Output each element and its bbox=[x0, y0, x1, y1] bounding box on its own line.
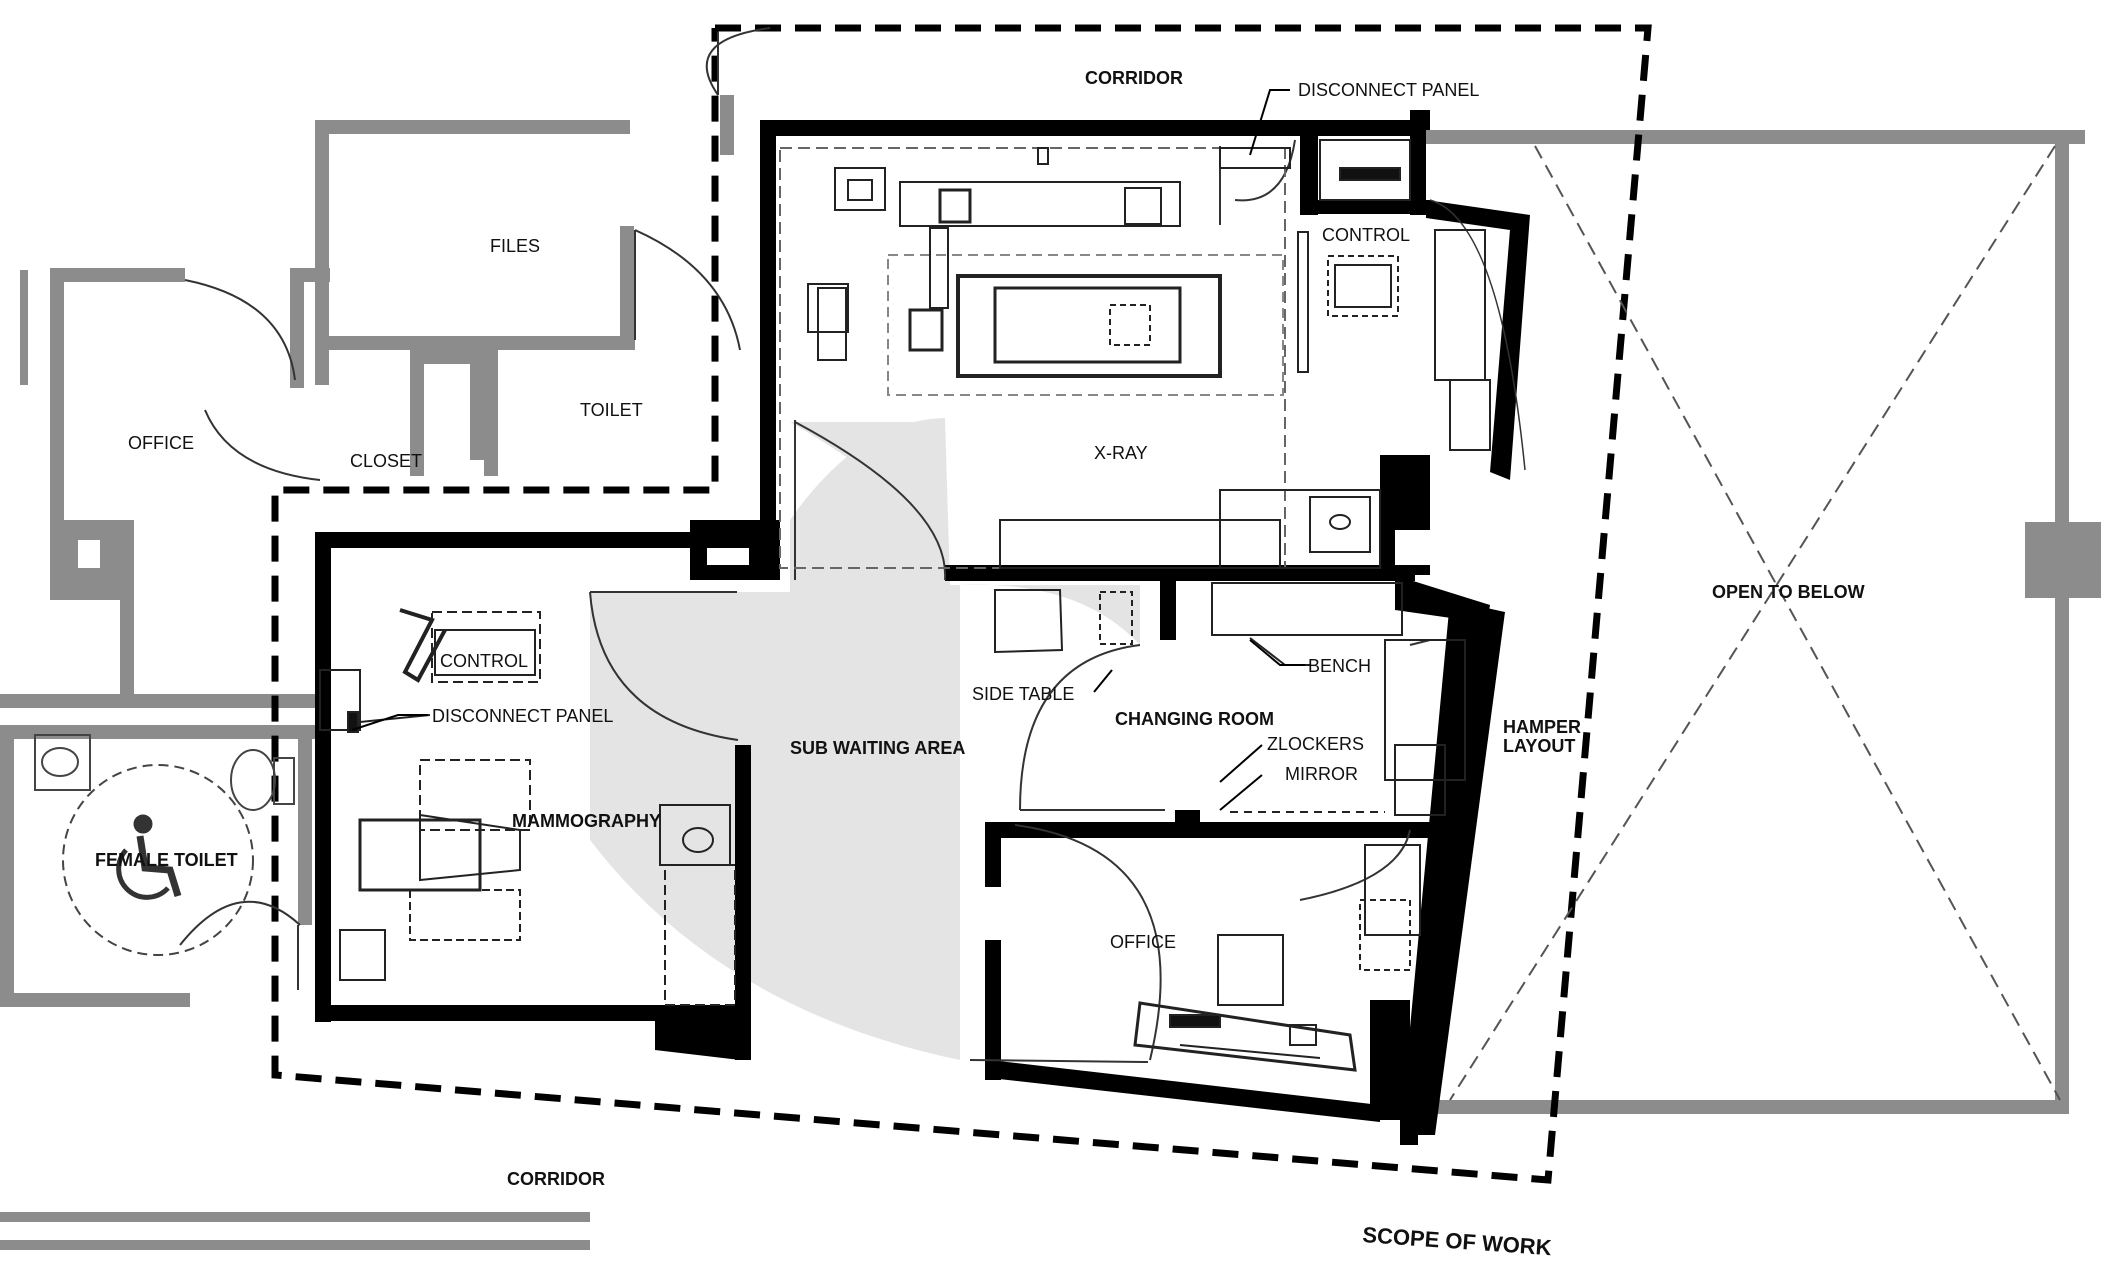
label-files: FILES bbox=[490, 236, 540, 256]
label-corridor-top: CORRIDOR bbox=[1085, 68, 1183, 88]
label-disconnect-panel-mammo: DISCONNECT PANEL bbox=[432, 706, 613, 726]
waiting-furniture bbox=[994, 589, 1133, 654]
female-toilet-fixtures bbox=[34, 734, 295, 956]
label-closet: CLOSET bbox=[350, 451, 422, 471]
label-xray: X-RAY bbox=[1094, 443, 1148, 463]
mammography-equipment bbox=[319, 608, 736, 1006]
label-control-xray: CONTROL bbox=[1322, 225, 1410, 245]
label-corridor-bottom: CORRIDOR bbox=[507, 1169, 605, 1189]
label-zlockers: ZLOCKERS bbox=[1267, 734, 1364, 754]
label-side-table: SIDE TABLE bbox=[972, 684, 1074, 704]
label-layout: LAYOUT bbox=[1503, 736, 1575, 756]
open-to-below-x bbox=[1449, 145, 2061, 1101]
circulation-area bbox=[590, 418, 1140, 1060]
label-disconnect-panel-top: DISCONNECT PANEL bbox=[1298, 80, 1479, 100]
label-female-toilet: FEMALE TOILET bbox=[95, 850, 238, 870]
label-bench: BENCH bbox=[1308, 656, 1371, 676]
office-furniture bbox=[1133, 844, 1421, 1072]
label-office-right: OFFICE bbox=[1110, 932, 1176, 952]
scope-boundary bbox=[271, 24, 1652, 1184]
label-scope-of-work: SCOPE OF WORK bbox=[1362, 1222, 1553, 1260]
label-changing-room: CHANGING ROOM bbox=[1115, 709, 1274, 729]
changing-room-furniture bbox=[1211, 582, 1466, 816]
label-office-left: OFFICE bbox=[128, 433, 194, 453]
label-hamper: HAMPER bbox=[1503, 717, 1581, 737]
label-mirror: MIRROR bbox=[1285, 764, 1358, 784]
label-toilet: TOILET bbox=[580, 400, 643, 420]
leader-lines bbox=[351, 89, 1305, 811]
label-control-mammo: CONTROL bbox=[440, 651, 528, 671]
new-walls bbox=[315, 110, 1530, 1145]
door-swings bbox=[179, 27, 1526, 1063]
existing-walls bbox=[0, 95, 2101, 1250]
label-sub-waiting-area: SUB WAITING AREA bbox=[790, 738, 965, 758]
xray-equipment bbox=[779, 139, 1491, 569]
room-labels: CORRIDOR DISCONNECT PANEL FILES TOILET O… bbox=[95, 68, 1865, 1260]
accessibility-icon bbox=[116, 814, 182, 900]
label-open-to-below: OPEN TO BELOW bbox=[1712, 582, 1865, 602]
label-mammography: MAMMOGRAPHY bbox=[512, 811, 661, 831]
